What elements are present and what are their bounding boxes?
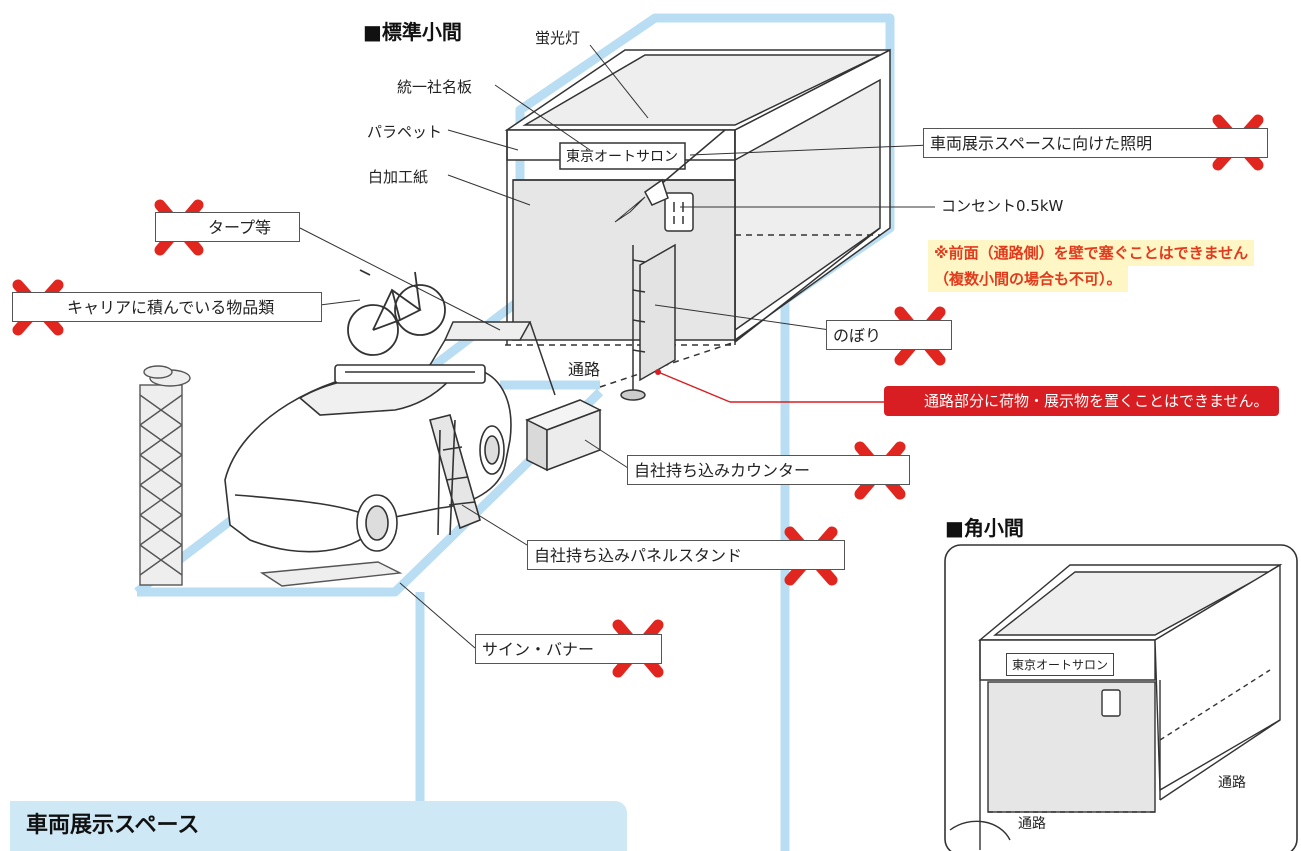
panel-stand-illustration (429, 414, 481, 536)
company-sign-label: 東京オートサロン (566, 149, 678, 165)
front-wall-note-line1: ※前面（通路側）を壁で塞ぐことはできません (928, 240, 1255, 266)
corner-aisle-label-front: 通路 (1018, 816, 1046, 832)
aisle-label: 通路 (568, 360, 601, 379)
outlet-label: コンセント0.5kW (941, 197, 1064, 215)
tarp-illustration (429, 321, 556, 396)
truss-tower (139, 365, 191, 586)
standard-booth-title: ■標準小間 (363, 20, 462, 44)
vehicle-display-space-heading: 車両展示スペース (10, 801, 627, 851)
warning-leader (657, 371, 731, 403)
white-paper-label: 白加工紙 (368, 168, 429, 186)
nameplate-label: 統一社名板 (397, 78, 473, 96)
fluorescent-label: 蛍光灯 (535, 29, 581, 47)
floor-sign (259, 561, 403, 587)
leader-lines (299, 44, 935, 649)
prohibited-sign-banner-label: サイン・バナー (475, 634, 662, 664)
prohibited-counter-label: 自社持ち込みカウンター (627, 455, 910, 485)
corner-booth-title: ■角小間 (945, 516, 1024, 540)
counter-illustration (525, 399, 602, 472)
prohibited-flag-label: のぼり (826, 320, 952, 350)
corner-company-sign: 東京オートサロン (1006, 653, 1115, 676)
bicycle-illustration (347, 269, 446, 356)
prohibited-tarp-label: タープ等 (155, 212, 300, 242)
prohibited-lighting-label: 車両展示スペースに向けた照明 (923, 128, 1268, 158)
prohibited-carrier-label: キャリアに積んでいる物品類 (12, 292, 322, 322)
aisle-warning-banner: 通路部分に荷物・展示物を置くことはできません。 (884, 386, 1279, 416)
corner-aisle-label-right: 通路 (1218, 775, 1246, 791)
parapet-label: パラペット (367, 123, 443, 141)
booth-box (504, 48, 891, 388)
flag (620, 243, 676, 401)
car-illustration (224, 364, 512, 553)
front-wall-note-line2: （複数小間の場合も不可）。 (928, 266, 1128, 292)
lamp (614, 129, 726, 223)
prohibited-panel-stand-label: 自社持ち込みパネルスタンド (527, 540, 845, 570)
